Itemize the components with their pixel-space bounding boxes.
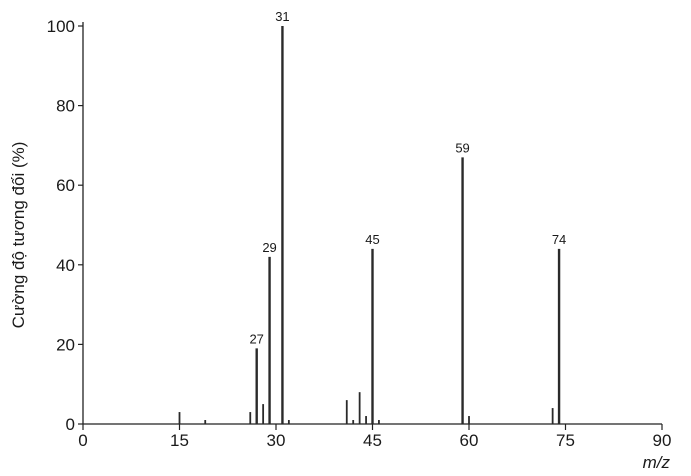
peak-label: 27 [249,331,263,346]
y-tick-label: 100 [47,17,75,36]
x-axis-title: m/z [643,453,671,472]
peak-labels: 27 29 31 45 59 74 [249,9,566,346]
y-tick-label: 40 [56,256,75,275]
x-tick-label: 45 [363,431,382,450]
y-tick-label: 0 [66,415,75,434]
x-tick-label: 60 [460,431,479,450]
peak-label: 45 [365,232,379,247]
y-tick-label: 80 [56,97,75,116]
peak-label: 31 [275,9,289,24]
x-tick-label: 0 [78,431,87,450]
x-tick-label: 90 [653,431,672,450]
y-tick-label: 20 [56,335,75,354]
axes: 0 20 40 60 80 100 0 15 30 45 60 75 90 [47,17,672,450]
x-tick-label: 30 [267,431,286,450]
peak-label: 74 [552,232,566,247]
y-axis-title: Cường độ tương đối (%) [9,142,28,329]
peak-label: 59 [455,140,469,155]
peak-label: 29 [262,240,276,255]
x-tick-label: 75 [556,431,575,450]
peaks [178,26,561,424]
x-tick-label: 15 [170,431,189,450]
y-tick-label: 60 [56,176,75,195]
